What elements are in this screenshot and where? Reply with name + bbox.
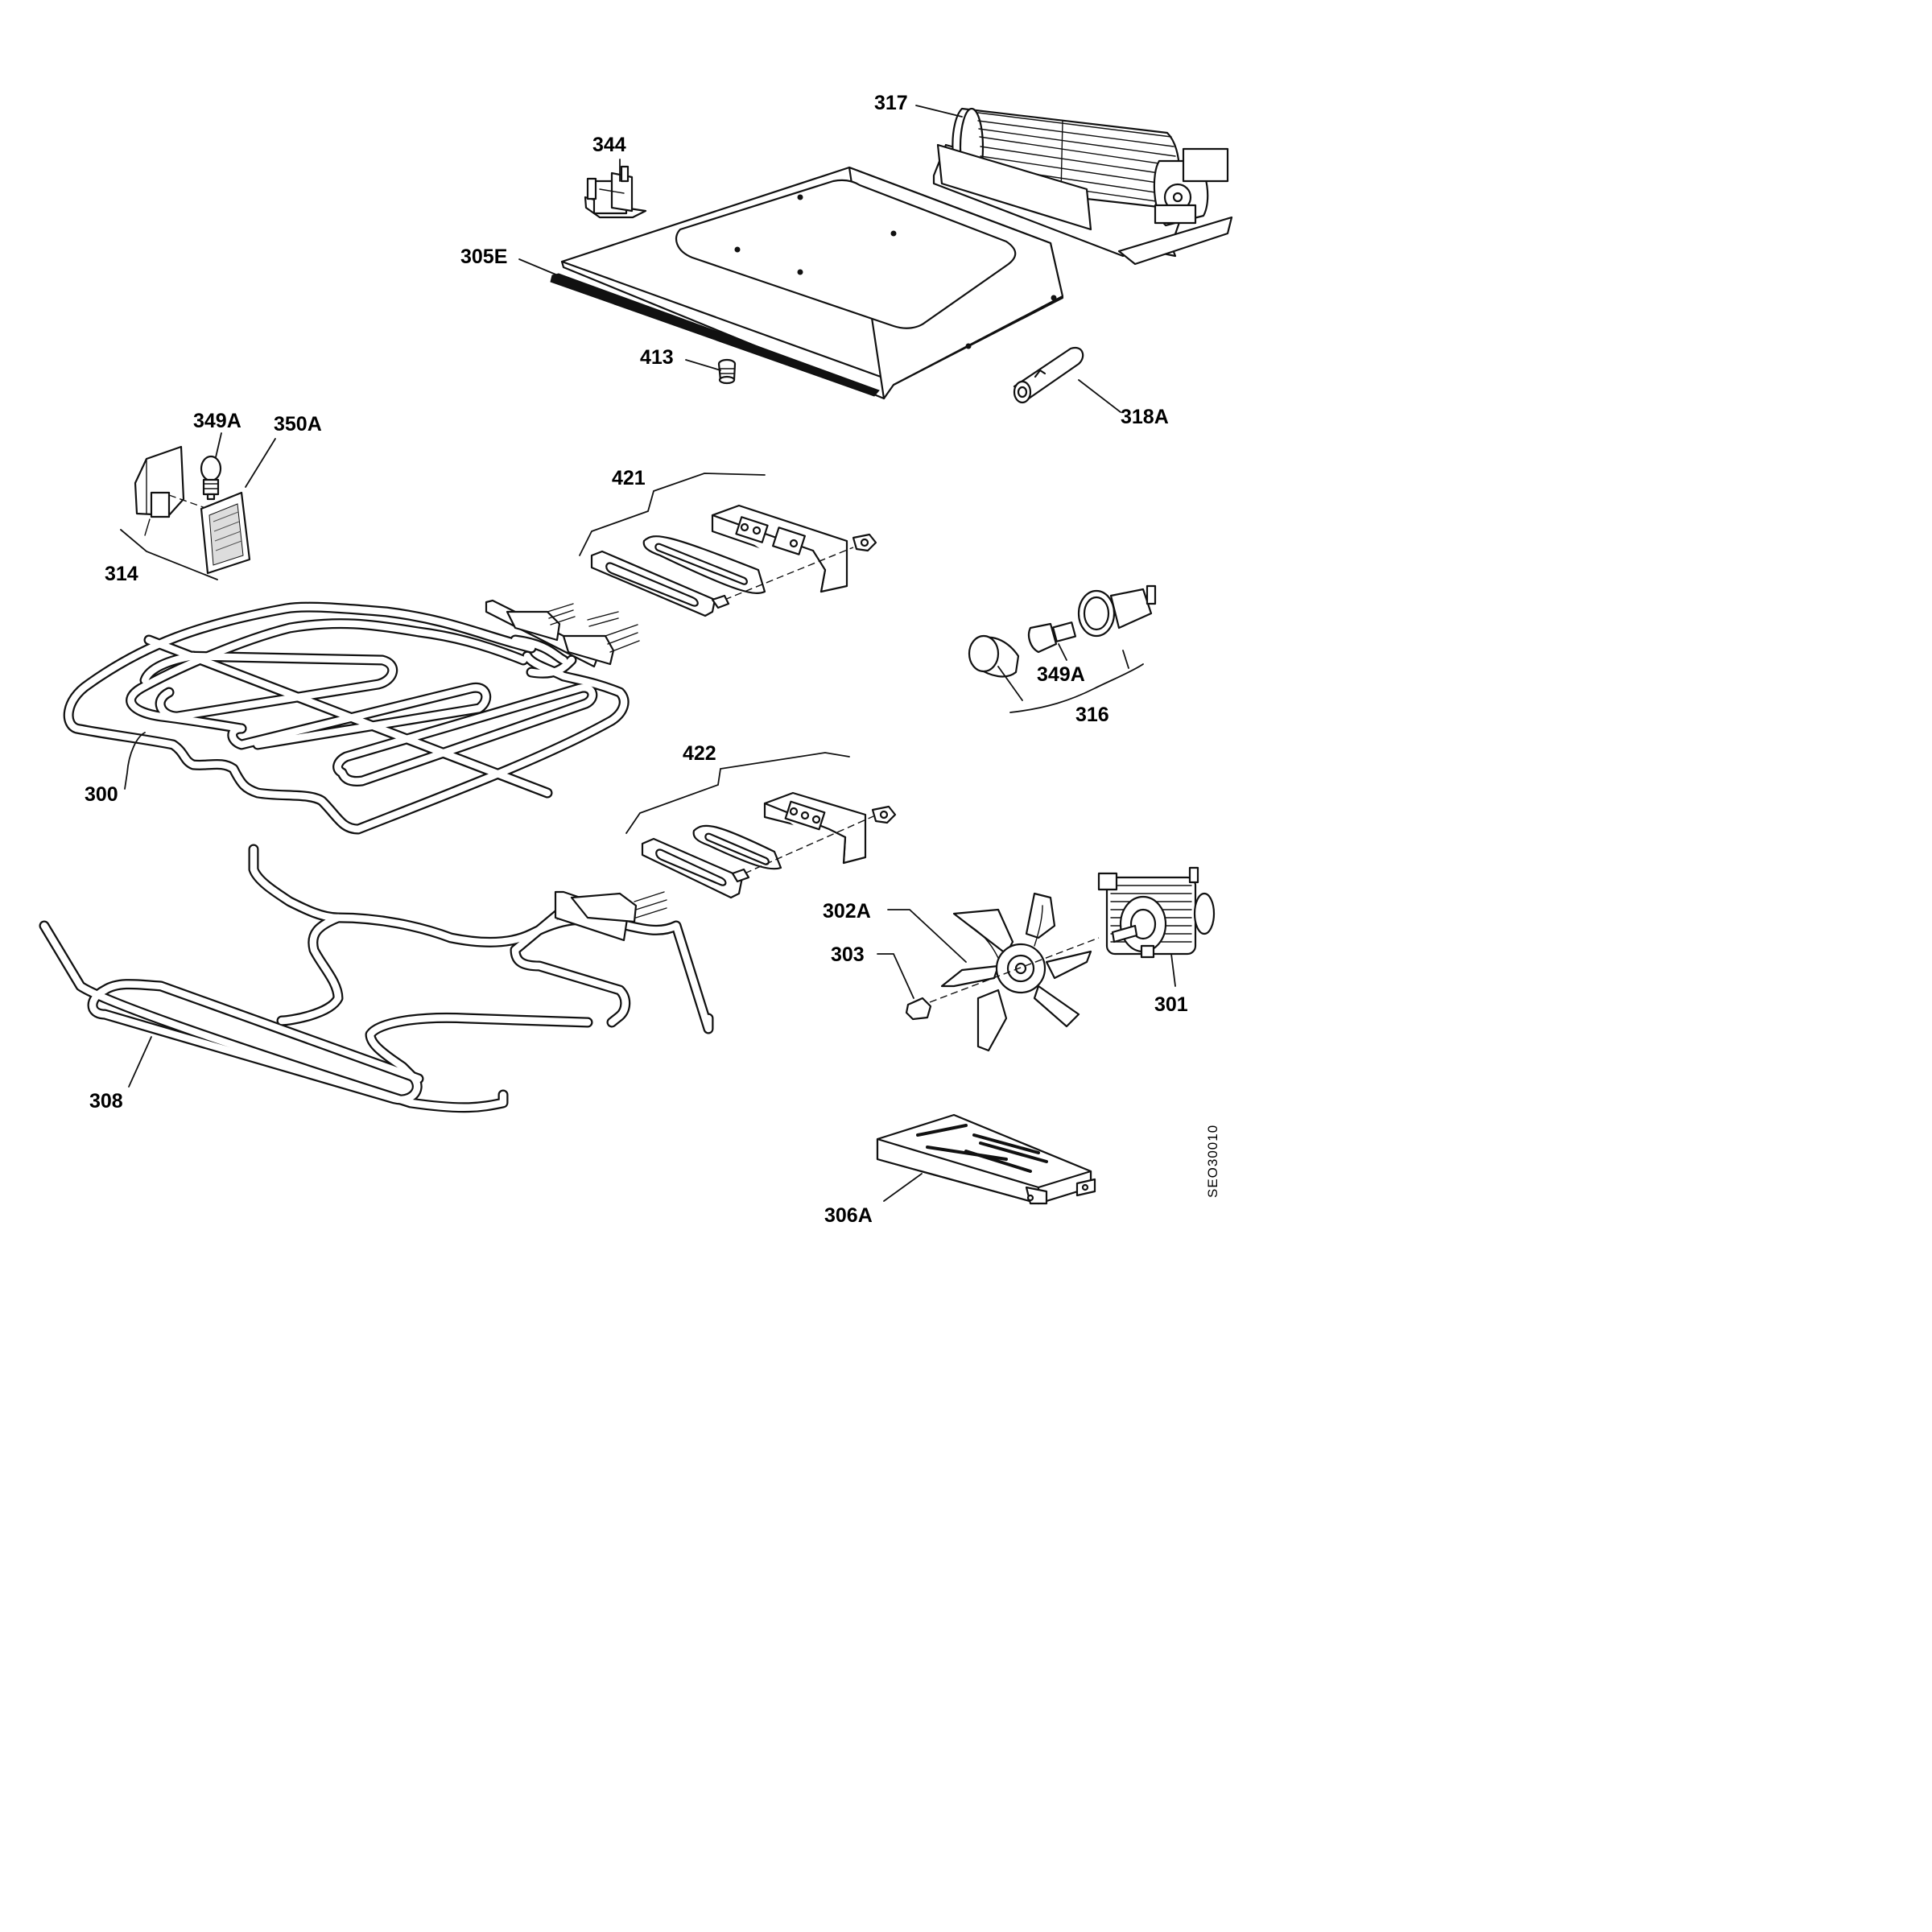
lamp-group-316 <box>968 584 1157 713</box>
label-300: 300 <box>85 783 118 806</box>
label-318A: 318A <box>1121 406 1169 428</box>
tube-318A <box>1013 346 1084 404</box>
label-421: 421 <box>612 467 646 489</box>
leader-lines <box>120 105 1176 1202</box>
lamp-bulb-349A <box>200 455 222 501</box>
gasket-plate-c <box>641 837 744 899</box>
tangential-fan-317 <box>932 107 1233 266</box>
seal-set-422 <box>641 791 897 899</box>
label-303: 303 <box>831 943 865 966</box>
gasket-plate-a <box>590 550 716 617</box>
label-305E: 305E <box>460 246 507 268</box>
label-302A: 302A <box>823 900 871 923</box>
lamp-glass-cover <box>968 634 1020 678</box>
label-306A: 306A <box>824 1204 873 1227</box>
exploded-parts-diagram: 317 344 305E 413 318A 349A 350A 314 421 … <box>0 0 1262 1249</box>
gasket-plate-b <box>642 535 766 594</box>
switch-344 <box>584 165 647 219</box>
part-labels: 317 344 305E 413 318A 349A 350A 314 421 … <box>85 92 1220 1227</box>
oven-top-panel-305E <box>550 166 1064 400</box>
cover-plate-306A <box>876 1113 1096 1205</box>
fan-motor-301 <box>1097 866 1216 959</box>
bottom-heating-element-308 <box>39 844 714 1113</box>
seal-set-421 <box>590 504 877 617</box>
label-344: 344 <box>592 134 626 156</box>
label-422: 422 <box>683 742 716 765</box>
label-316: 316 <box>1075 704 1109 726</box>
fan-blade-302A <box>940 892 1092 1052</box>
diagram-canvas: 317 344 305E 413 318A 349A 350A 314 421 … <box>39 92 1233 1227</box>
label-413: 413 <box>640 346 674 369</box>
terminal-block-b <box>763 791 867 865</box>
lamp-socket-holder <box>1077 584 1157 638</box>
rubber-foot-413 <box>717 358 737 385</box>
terminal-block-a <box>711 504 848 593</box>
grill-heating-element-300 <box>63 599 640 835</box>
label-350A: 350A <box>274 413 322 436</box>
gasket-plate-d <box>692 824 782 870</box>
label-317: 317 <box>874 92 908 114</box>
fan-nut-303 <box>905 997 932 1021</box>
lamp-assembly-314 <box>134 445 251 575</box>
label-308: 308 <box>89 1090 123 1113</box>
label-349A-right: 349A <box>1037 663 1085 686</box>
label-349A-top: 349A <box>193 410 242 432</box>
lamp-cover-glass-350A <box>200 491 251 575</box>
drawing-code: SEO30010 <box>1205 1125 1220 1198</box>
lamp-bulb-349A-right <box>1027 621 1077 654</box>
label-314: 314 <box>105 563 138 585</box>
label-301: 301 <box>1154 993 1188 1016</box>
